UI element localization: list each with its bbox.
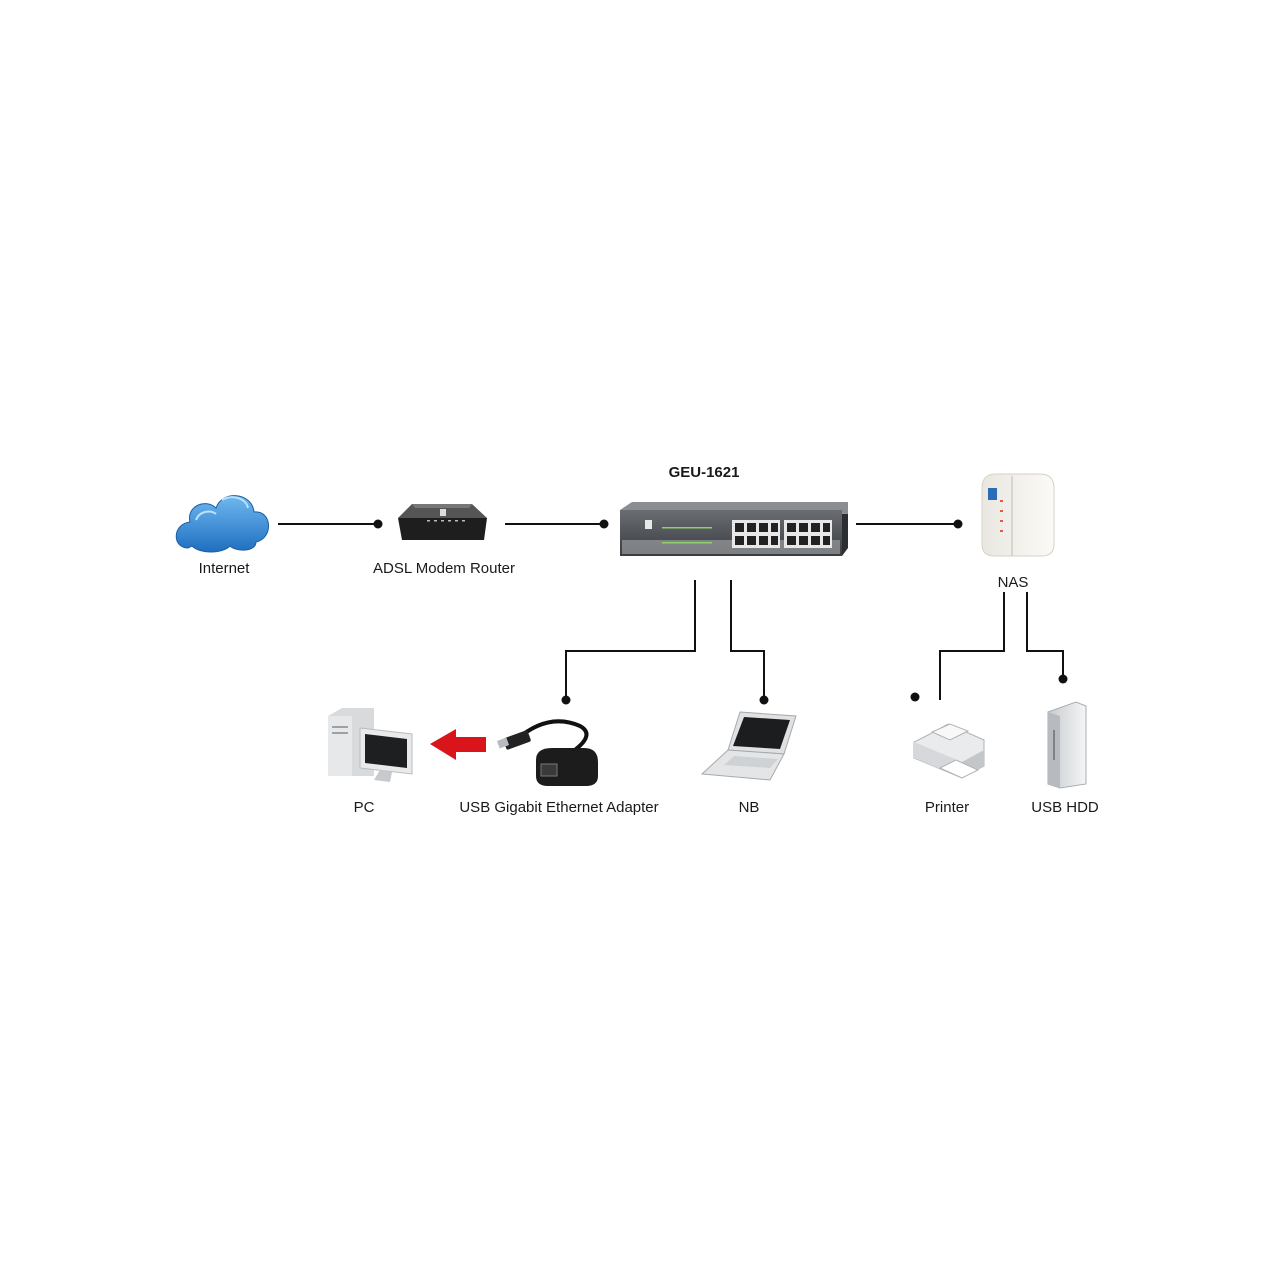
adapter-label: USB Gigabit Ethernet Adapter [459,799,659,816]
cloud-icon [175,495,269,553]
nb-label: NB [738,799,760,816]
link-switch-nb [730,580,765,700]
usb-hdd-icon [1047,701,1087,789]
arrow-left-icon [430,729,486,760]
laptop-icon [700,711,797,781]
dot-router [373,519,383,529]
printer-icon [913,723,985,779]
nas-icon [981,473,1055,557]
link-switch-adapter [565,580,696,700]
dot-hdd [1058,674,1068,684]
internet-label: Internet [198,560,250,577]
usb-adapter-icon [496,719,598,786]
dot-nb [759,695,769,705]
link-nas-printer [939,592,1005,700]
dot-switch [599,519,609,529]
router-label: ADSL Modem Router [372,560,516,577]
pc-icon [328,708,413,782]
dot-printer [910,692,920,702]
printer-label: Printer [924,799,970,816]
nas-label: NAS [997,574,1029,591]
link-nas-hdd [1026,592,1064,679]
switch-icon [620,502,848,556]
router-icon [398,504,487,540]
connection-lines [278,523,1064,700]
dot-adapter [561,695,571,705]
pc-label: PC [353,799,375,816]
switch-model-label: GEU-1621 [668,464,740,481]
connection-dots [373,519,1068,705]
dot-nas [953,519,963,529]
usb-hdd-label: USB HDD [1031,799,1099,816]
